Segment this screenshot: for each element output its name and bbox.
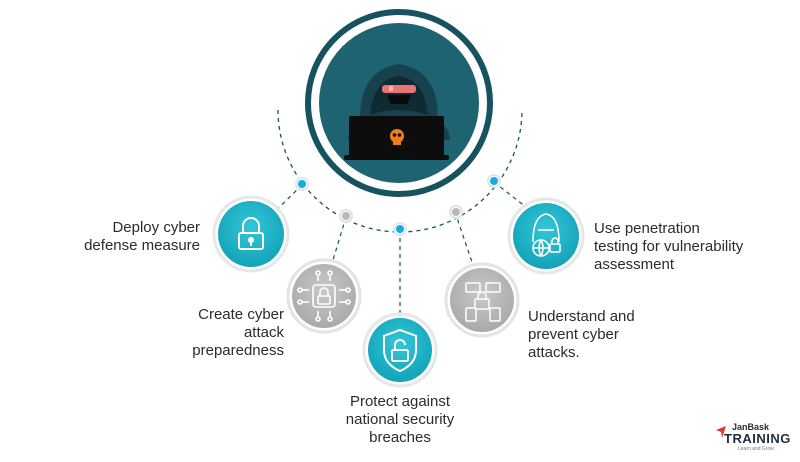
label-attack-preparedness: Create cyber attack preparedness [192, 306, 284, 359]
label-penetration-testing: Use penetration testing for vulnerabilit… [594, 220, 744, 273]
janbask-logo: JanBask TRAINING Learn and Grow [716, 422, 790, 452]
logo-line1: JanBask [732, 422, 770, 432]
center-hacker-badge [305, 9, 493, 197]
label-prevent-attacks: Understand and prevent cyber attacks. [528, 308, 635, 361]
logo-line3: Learn and Grow [738, 446, 774, 452]
hacker-globe-icon [532, 213, 561, 257]
item-penetration-testing [507, 197, 585, 275]
item-prevent-attacks [444, 262, 520, 338]
label-deploy-defense: Deploy cyber defense measure [84, 219, 200, 254]
shield-unlock-icon [383, 328, 417, 373]
dashed-arc [277, 109, 523, 233]
arc-dots [295, 174, 501, 236]
lock-icon [238, 217, 264, 250]
label-national-security: Protect against national security breach… [345, 393, 455, 446]
logo-mark-icon [716, 426, 726, 438]
item-attack-preparedness [286, 258, 362, 334]
logo-line2: TRAINING [724, 431, 791, 446]
item-deploy-defense [212, 195, 290, 273]
circuit-lock-icon [297, 270, 351, 322]
devices-lock-icon [465, 282, 501, 322]
hacker-laptop-icon [344, 64, 450, 160]
item-national-security [362, 312, 438, 388]
